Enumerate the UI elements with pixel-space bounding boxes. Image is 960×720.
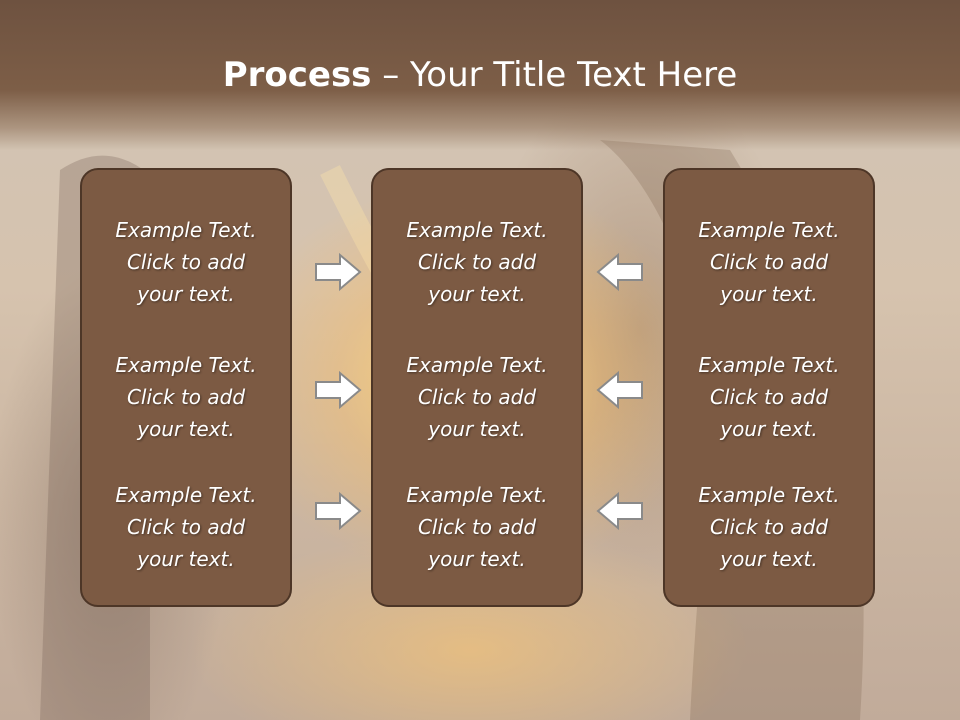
text-line: Example Text. <box>406 353 548 377</box>
text-line: Click to add <box>126 250 246 274</box>
text-line: Click to add <box>126 385 246 409</box>
slide-title[interactable]: Process – Your Title Text Here <box>0 52 960 98</box>
left-panel[interactable]: Example Text. Click to add your text. Ex… <box>80 168 292 607</box>
text-placeholder[interactable]: Example Text. Click to add your text. <box>665 349 873 445</box>
text-line: your text. <box>720 417 818 441</box>
text-line: Click to add <box>417 515 537 539</box>
text-line: Example Text. <box>406 483 548 507</box>
right-panel[interactable]: Example Text. Click to add your text. Ex… <box>663 168 875 607</box>
text-line: Click to add <box>417 385 537 409</box>
text-line: your text. <box>137 282 235 306</box>
text-placeholder[interactable]: Example Text. Click to add your text. <box>373 214 581 310</box>
arrow-left-icon[interactable] <box>596 491 644 531</box>
text-line: Click to add <box>126 515 246 539</box>
text-line: Example Text. <box>115 353 257 377</box>
text-line: your text. <box>428 282 526 306</box>
text-line: Example Text. <box>406 218 548 242</box>
text-placeholder[interactable]: Example Text. Click to add your text. <box>373 479 581 575</box>
text-line: Click to add <box>709 385 829 409</box>
title-bar <box>0 0 960 150</box>
text-line: Click to add <box>709 250 829 274</box>
text-line: Example Text. <box>115 218 257 242</box>
text-placeholder[interactable]: Example Text. Click to add your text. <box>373 349 581 445</box>
text-line: Example Text. <box>698 483 840 507</box>
middle-panel[interactable]: Example Text. Click to add your text. Ex… <box>371 168 583 607</box>
text-line: Click to add <box>417 250 537 274</box>
text-line: your text. <box>428 417 526 441</box>
text-placeholder[interactable]: Example Text. Click to add your text. <box>82 349 290 445</box>
text-placeholder[interactable]: Example Text. Click to add your text. <box>82 479 290 575</box>
arrow-right-icon[interactable] <box>314 252 362 292</box>
arrow-left-icon[interactable] <box>596 252 644 292</box>
text-line: Click to add <box>709 515 829 539</box>
title-rest: – Your Title Text Here <box>371 55 738 95</box>
text-line: your text. <box>720 547 818 571</box>
text-line: Example Text. <box>115 483 257 507</box>
text-placeholder[interactable]: Example Text. Click to add your text. <box>665 214 873 310</box>
text-line: Example Text. <box>698 218 840 242</box>
text-line: your text. <box>137 417 235 441</box>
text-line: Example Text. <box>698 353 840 377</box>
text-line: your text. <box>137 547 235 571</box>
arrow-right-icon[interactable] <box>314 370 362 410</box>
text-placeholder[interactable]: Example Text. Click to add your text. <box>82 214 290 310</box>
text-line: your text. <box>720 282 818 306</box>
arrow-left-icon[interactable] <box>596 370 644 410</box>
text-placeholder[interactable]: Example Text. Click to add your text. <box>665 479 873 575</box>
title-bold: Process <box>222 55 372 95</box>
arrow-right-icon[interactable] <box>314 491 362 531</box>
text-line: your text. <box>428 547 526 571</box>
